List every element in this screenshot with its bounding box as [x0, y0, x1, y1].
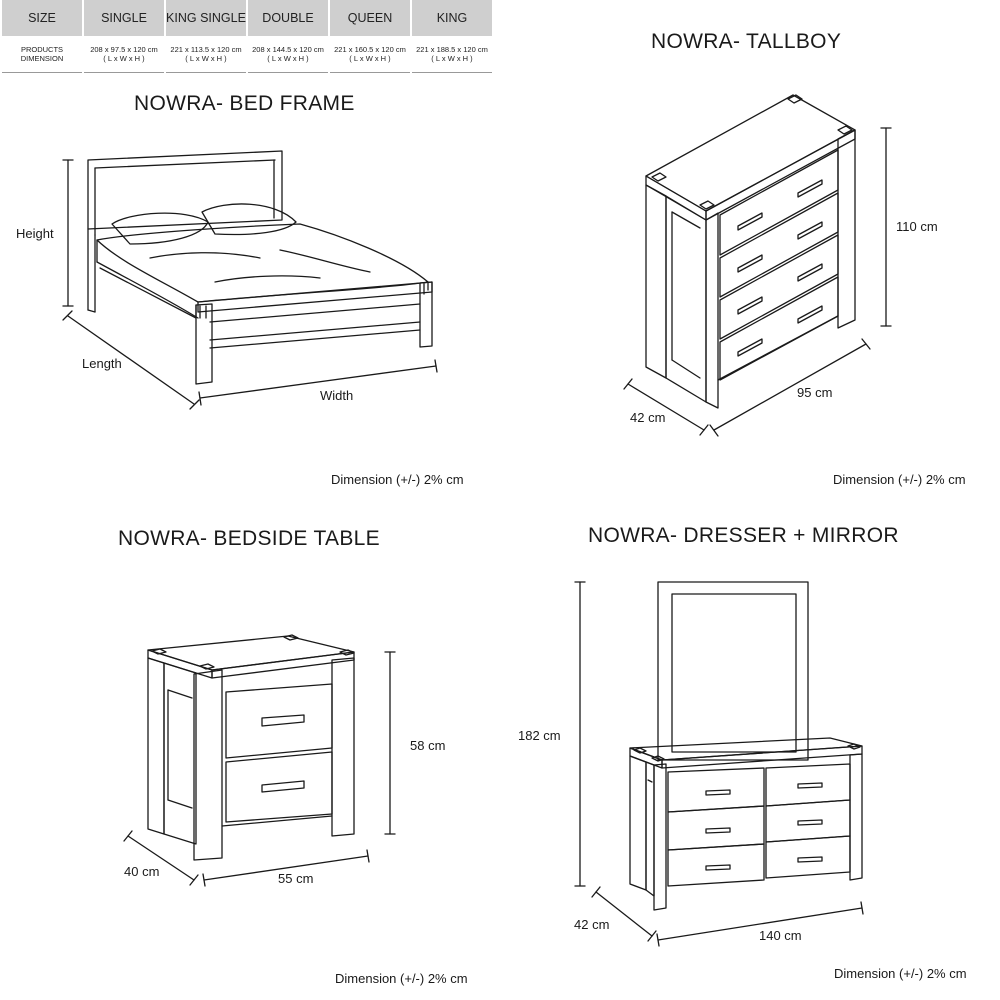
- bed-frame-drawing: [63, 151, 437, 409]
- tallboy-depth-label: 42 cm: [630, 410, 666, 425]
- tallboy-drawing: [624, 95, 891, 436]
- row-label-products: PRODUCTS: [20, 45, 64, 54]
- dresser-back-left-post: [630, 756, 646, 890]
- header-single: SINGLE: [84, 0, 164, 36]
- dresser-drawer-right-3: [766, 836, 850, 878]
- dresser-depth-dimension: [596, 892, 652, 936]
- tallboy-drawer-2: [720, 193, 838, 297]
- dresser-depth-label: 42 cm: [574, 917, 610, 932]
- dresser-height-label: 182 cm: [518, 728, 561, 743]
- bed-length-label: Length: [82, 356, 122, 371]
- bedside-width-dimension: [204, 856, 368, 880]
- bed-width-dimension: [200, 366, 436, 398]
- dresser-drawer-right-1: [766, 764, 850, 806]
- row-label: PRODUCTS DIMENSION: [2, 36, 82, 73]
- tallboy-depth-dimension: [628, 384, 704, 430]
- tallboy-width-dimension: [714, 344, 866, 430]
- tallboy-front-left-post: [706, 213, 718, 408]
- bedside-front-right-post: [332, 658, 354, 836]
- bedside-front-left-post: [194, 670, 222, 860]
- bedside-drawer-bottom: [226, 752, 332, 822]
- bed-front-left-post: [196, 304, 212, 384]
- size-table: SIZE SINGLE KING SINGLE DOUBLE QUEEN KIN…: [0, 0, 494, 73]
- mirror-glass: [672, 594, 796, 752]
- tallboy-height-label: 110 cm: [896, 219, 938, 234]
- bed-width-label: Width: [320, 388, 354, 403]
- bed-frame-title: NOWRA- BED FRAME: [134, 92, 355, 115]
- bed-dimension-note: Dimension (+/-) 2% cm: [331, 472, 464, 487]
- dresser-width-label: 140 cm: [759, 928, 802, 943]
- bedside-drawer-top: [226, 684, 332, 758]
- tallboy-left-post: [646, 185, 666, 378]
- dresser-mirror-title: NOWRA- DRESSER + MIRROR: [588, 524, 899, 547]
- header-size: SIZE: [2, 0, 82, 36]
- tallboy-right-post: [838, 130, 855, 328]
- cell-unit-note: ( L x W x H ): [349, 54, 391, 63]
- bed-length-dimension: [68, 316, 194, 404]
- bedside-table-title: NOWRA- BEDSIDE TABLE: [118, 527, 380, 550]
- dresser-front-right-post: [850, 754, 862, 880]
- cell-single: 208 x 97.5 x 120 cm ( L x W x H ): [84, 36, 164, 73]
- cell-king-single: 221 x 113.5 x 120 cm ( L x W x H ): [166, 36, 246, 73]
- cell-king: 221 x 188.5 x 120 cm ( L x W x H ): [412, 36, 492, 73]
- header-double: DOUBLE: [248, 0, 328, 36]
- cell-dimension: 221 x 160.5 x 120 cm: [334, 45, 406, 54]
- bed-pillow-right: [202, 204, 296, 235]
- bed-height-label: Height: [16, 226, 54, 241]
- mirror-frame: [658, 582, 808, 760]
- bed-mattress: [97, 224, 428, 302]
- tallboy-dimension-note: Dimension (+/-) 2% cm: [833, 472, 966, 487]
- row-label-dimension: DIMENSION: [20, 54, 64, 63]
- dresser-dimension-note: Dimension (+/-) 2% cm: [834, 966, 967, 981]
- cell-dimension: 221 x 188.5 x 120 cm: [416, 45, 488, 54]
- tallboy-drawer-1: [720, 150, 838, 255]
- tallboy-drawer-3: [720, 235, 838, 339]
- tallboy-drawer-4: [720, 277, 838, 380]
- header-king: KING: [412, 0, 492, 36]
- bed-front-right-post: [420, 282, 432, 347]
- bedside-dimension-note: Dimension (+/-) 2% cm: [335, 971, 468, 986]
- cell-unit-note: ( L x W x H ): [185, 54, 227, 63]
- dresser-front-left-post: [654, 764, 666, 910]
- dresser-mirror-drawing: [575, 582, 863, 946]
- cell-unit-note: ( L x W x H ): [103, 54, 145, 63]
- cell-dimension: 221 x 113.5 x 120 cm: [170, 45, 242, 54]
- bedside-back-left-post: [148, 658, 164, 834]
- bed-footboard-top: [198, 282, 432, 312]
- bedside-depth-label: 40 cm: [124, 864, 160, 879]
- cell-unit-note: ( L x W x H ): [267, 54, 309, 63]
- cell-dimension: 208 x 144.5 x 120 cm: [252, 45, 324, 54]
- size-table-dimension-row: PRODUCTS DIMENSION 208 x 97.5 x 120 cm (…: [2, 36, 492, 73]
- dresser-width-dimension: [658, 908, 862, 940]
- header-queen: QUEEN: [330, 0, 410, 36]
- dresser-drawer-left-3: [668, 844, 764, 886]
- size-table-header-row: SIZE SINGLE KING SINGLE DOUBLE QUEEN KIN…: [2, 0, 492, 36]
- cell-dimension: 208 x 97.5 x 120 cm: [90, 45, 158, 54]
- bed-pillow-left: [112, 213, 208, 244]
- cell-double: 208 x 144.5 x 120 cm ( L x W x H ): [248, 36, 328, 73]
- cell-unit-note: ( L x W x H ): [431, 54, 473, 63]
- bedside-table-drawing: [124, 635, 395, 886]
- header-king-single: KING SINGLE: [166, 0, 246, 36]
- tallboy-width-label: 95 cm: [797, 385, 833, 400]
- bedside-height-label: 58 cm: [410, 738, 446, 753]
- cell-queen: 221 x 160.5 x 120 cm ( L x W x H ): [330, 36, 410, 73]
- tallboy-title: NOWRA- TALLBOY: [651, 30, 842, 53]
- bedside-width-label: 55 cm: [278, 871, 314, 886]
- bed-headboard: [88, 151, 282, 229]
- bedside-depth-dimension: [128, 836, 194, 880]
